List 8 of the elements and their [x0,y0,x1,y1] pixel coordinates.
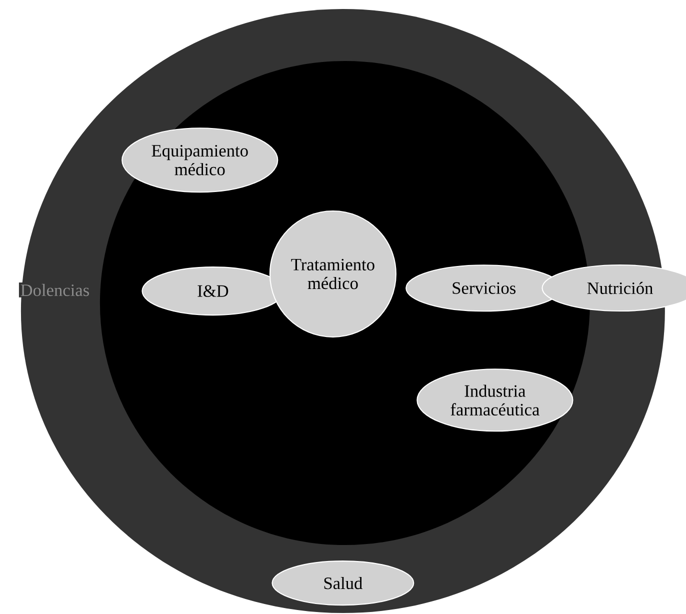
oval-node: Servicios [406,264,562,312]
oval-node: Nutrición [542,264,686,312]
oval-node: I&D [142,266,284,316]
ring-label: Dolencias [18,282,91,298]
circle-node: Tratamiento médico [269,210,396,338]
oval-node: Industria farmacéutica [416,368,574,432]
oval-node: Equipamiento médico [122,128,278,193]
oval-node: Salud [272,560,414,606]
